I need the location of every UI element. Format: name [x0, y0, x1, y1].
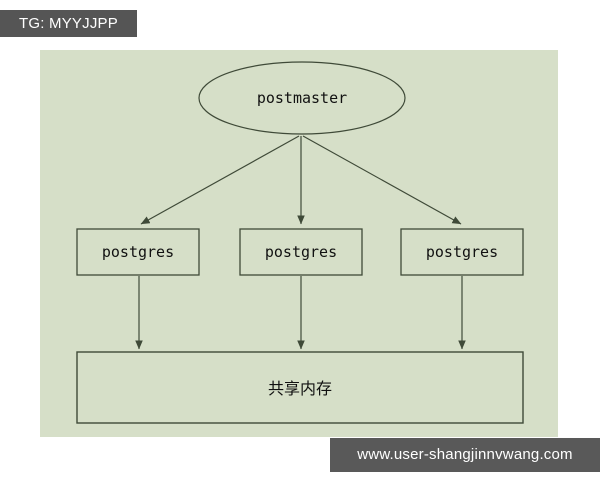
node-shared-memory-label: 共享内存 [268, 379, 332, 398]
watermark-banner: www.user-shangjinnvwang.com [330, 438, 600, 472]
node-postgres-middle-label: postgres [265, 243, 337, 261]
node-postgres-middle: postgres [239, 228, 363, 276]
node-postgres-left: postgres [76, 228, 200, 276]
node-postmaster-label: postmaster [257, 89, 347, 107]
tg-badge: TG: MYYJJPP [0, 10, 137, 37]
node-shared-memory: 共享内存 [76, 351, 524, 424]
node-postgres-left-label: postgres [102, 243, 174, 261]
edge-postmaster-to-postgres-right [302, 135, 462, 225]
node-postgres-right-label: postgres [426, 243, 498, 261]
node-postmaster: postmaster [198, 61, 406, 135]
edge-postmaster-to-postgres-left [140, 135, 300, 225]
node-postgres-right: postgres [400, 228, 524, 276]
diagram-panel [40, 50, 558, 437]
